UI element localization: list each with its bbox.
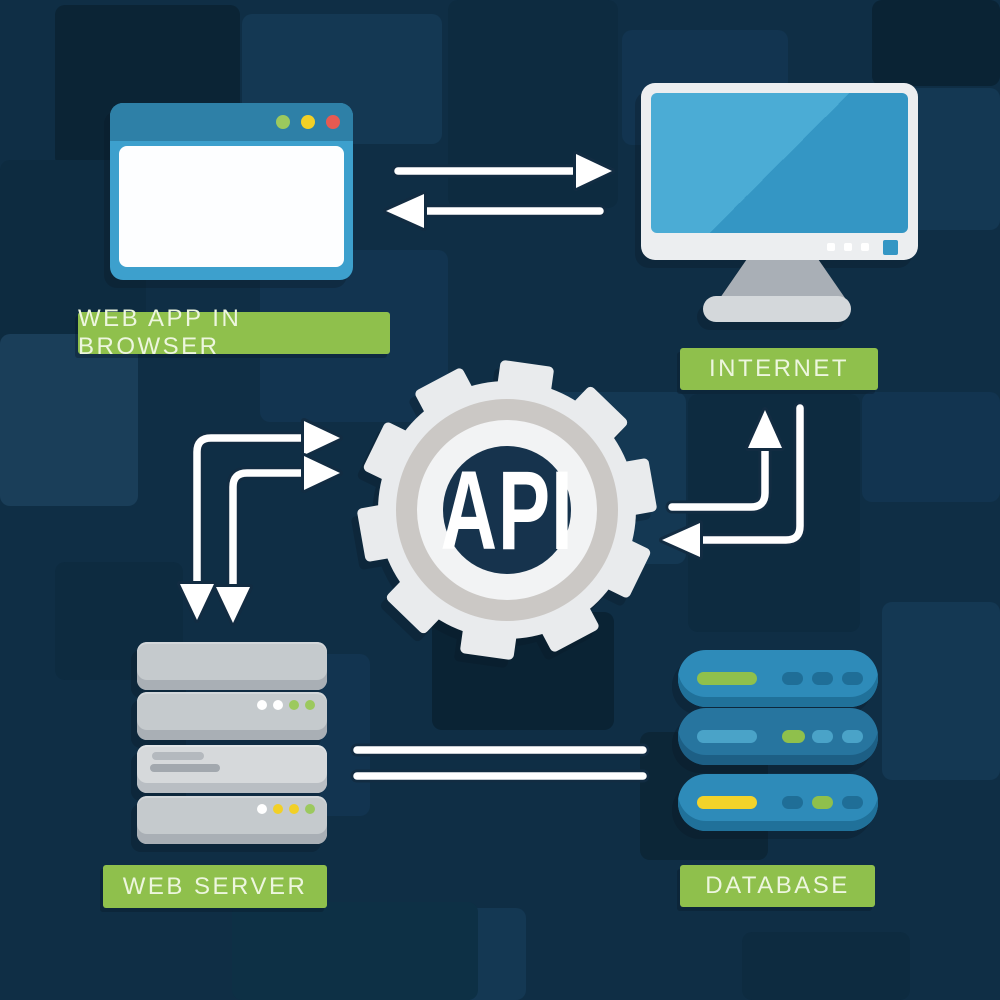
gear-center	[443, 446, 571, 574]
traffic-light-green-icon	[276, 115, 290, 129]
monitor-bezel-dot	[844, 243, 852, 251]
database-indicator	[842, 730, 863, 743]
label-database: DATABASE	[680, 865, 875, 907]
monitor-stand	[720, 260, 845, 298]
database-indicator	[782, 796, 803, 809]
database-indicator	[812, 672, 833, 685]
database-indicator	[812, 796, 833, 809]
database-indicator	[697, 730, 757, 743]
traffic-light-yellow-icon	[301, 115, 315, 129]
traffic-light-red-icon	[326, 115, 340, 129]
server-led	[273, 700, 283, 710]
background-tile	[882, 602, 1000, 780]
database-disk	[678, 774, 878, 831]
server-vent-bar	[150, 764, 220, 772]
label-internet: INTERNET	[680, 348, 878, 390]
database-indicator	[842, 672, 863, 685]
server-led	[289, 804, 299, 814]
server-led	[289, 700, 299, 710]
monitor-bezel-dot	[827, 243, 835, 251]
database-disk	[678, 650, 878, 707]
database-indicator	[842, 796, 863, 809]
server-led	[257, 804, 267, 814]
label-web-app-in-browser: WEB APP IN BROWSER	[78, 305, 390, 360]
background-tile	[908, 88, 1000, 230]
database-indicator	[782, 730, 805, 743]
database-indicator	[812, 730, 833, 743]
background-tile	[872, 0, 1000, 86]
background-tile	[448, 0, 618, 208]
server-slab	[137, 692, 327, 740]
server-led	[305, 700, 315, 710]
server-slab	[137, 745, 327, 793]
database-indicator	[697, 796, 757, 809]
browser-content-area	[119, 146, 344, 267]
monitor-frame	[641, 83, 918, 260]
label-web-server: WEB SERVER	[103, 865, 327, 908]
browser-window-icon	[110, 103, 353, 280]
background-tile	[0, 334, 138, 506]
label-text: INTERNET	[709, 355, 849, 382]
arrow-api-web-server-inner	[213, 453, 343, 626]
monitor-power-button-icon	[883, 240, 898, 255]
connector-server-database	[350, 743, 650, 783]
arrow-api-web-server-outer	[177, 418, 343, 623]
background-tile	[862, 392, 1000, 502]
server-vent-bar	[152, 752, 204, 760]
monitor-base	[703, 296, 851, 322]
background-tile	[688, 394, 860, 632]
server-led	[257, 700, 267, 710]
server-led	[305, 804, 315, 814]
server-slab	[137, 796, 327, 844]
monitor-screen	[651, 93, 908, 233]
database-disk	[678, 708, 878, 765]
database-indicator	[697, 672, 757, 685]
label-text: DATABASE	[705, 872, 850, 899]
server-led	[273, 804, 283, 814]
api-label: API	[440, 446, 574, 573]
server-slab	[137, 642, 327, 690]
background-tile	[742, 932, 910, 1000]
gear-icon	[347, 350, 667, 670]
background-tile	[232, 902, 478, 1000]
label-text: WEB SERVER	[122, 872, 308, 900]
browser-titlebar	[110, 103, 353, 141]
label-text: WEB APP IN BROWSER	[78, 305, 242, 360]
database-indicator	[782, 672, 803, 685]
monitor-bezel-dot	[861, 243, 869, 251]
